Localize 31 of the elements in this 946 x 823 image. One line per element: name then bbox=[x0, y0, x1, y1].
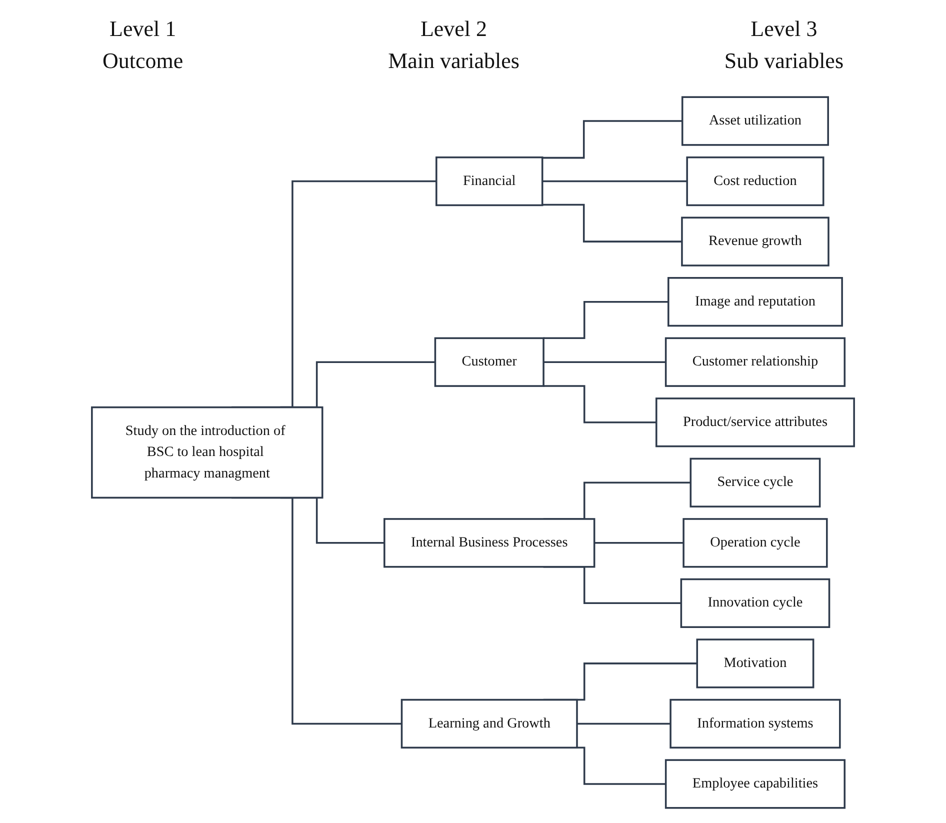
node-box: Employee capabilities bbox=[664, 759, 846, 809]
connector bbox=[544, 361, 666, 363]
column-heading: Level 2 bbox=[419, 16, 488, 42]
connector bbox=[542, 120, 682, 159]
connector bbox=[543, 300, 668, 340]
node-box: Product/service attributes bbox=[655, 398, 855, 448]
column-heading: Level 3 bbox=[750, 16, 818, 42]
node-box: Operation cycle bbox=[682, 518, 828, 568]
node-box: Innovation cycle bbox=[680, 578, 830, 628]
node-box: Information systems bbox=[670, 698, 841, 749]
node-box: Internal Business Processes bbox=[384, 518, 596, 568]
connector bbox=[542, 204, 682, 242]
node-box: Customer bbox=[434, 337, 544, 387]
column-subheading: Sub variables bbox=[724, 48, 844, 74]
node-box: Financial bbox=[436, 156, 544, 206]
column-heading: Level 1 bbox=[108, 16, 178, 42]
node-box: Image and reputation bbox=[668, 277, 843, 327]
connector bbox=[577, 722, 671, 725]
node-box: Learning and Growth bbox=[400, 698, 578, 749]
node-box: Customer relationship bbox=[664, 337, 846, 387]
node-box: Asset utilization bbox=[681, 96, 829, 146]
column-subheading: Outcome bbox=[102, 48, 184, 74]
node-box: Study on the introduction of BSC to lean hospital pharmacy managment bbox=[91, 406, 324, 499]
column-subheading: Main variables bbox=[388, 48, 520, 74]
node-box: Service cycle bbox=[690, 458, 821, 508]
node-box: Cost reduction bbox=[686, 156, 824, 206]
node-box: Motivation bbox=[696, 638, 814, 688]
connector bbox=[542, 180, 688, 182]
connector bbox=[543, 385, 656, 424]
node-box: Revenue growth bbox=[681, 216, 830, 266]
connector bbox=[594, 542, 684, 544]
